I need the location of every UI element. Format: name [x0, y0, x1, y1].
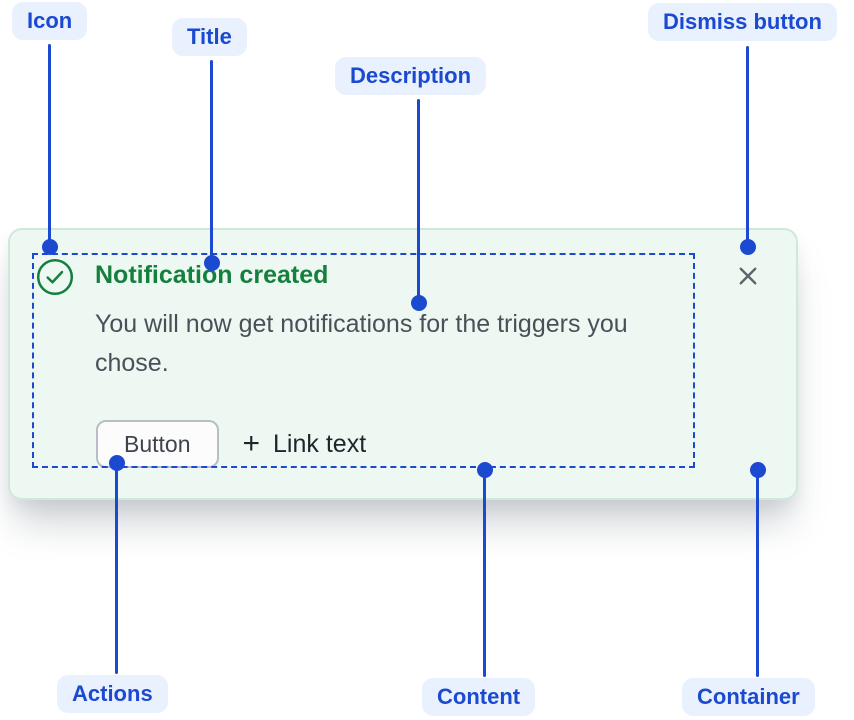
- connector-dot-description: [411, 295, 427, 311]
- connector-line-content: [483, 470, 486, 677]
- close-icon: [739, 267, 757, 285]
- connector-line-actions: [115, 463, 118, 674]
- annotation-label-content: Content: [422, 678, 536, 716]
- action-link[interactable]: + Link text: [243, 429, 367, 459]
- success-check-icon: [36, 258, 74, 296]
- notification-description: You will now get notifications for the t…: [95, 310, 628, 377]
- connector-dot-dismiss: [740, 239, 756, 255]
- plus-icon: +: [242, 427, 261, 460]
- action-link-label: Link text: [273, 429, 367, 458]
- annotation-label-icon: Icon: [12, 2, 88, 40]
- dismiss-button[interactable]: [731, 259, 765, 293]
- connector-dot-container: [750, 462, 766, 478]
- connector-line-dismiss: [746, 46, 749, 247]
- connector-line-title: [210, 60, 213, 263]
- annotation-label-dismiss-button: Dismiss button: [648, 3, 837, 41]
- connector-line-description: [417, 99, 420, 303]
- connector-dot-icon: [42, 239, 58, 255]
- connector-dot-content: [477, 462, 493, 478]
- annotation-label-description: Description: [335, 57, 487, 95]
- annotation-label-actions: Actions: [57, 675, 168, 713]
- connector-line-container: [756, 470, 759, 677]
- annotation-label-container: Container: [682, 678, 815, 716]
- connector-dot-actions: [109, 455, 125, 471]
- connector-line-icon: [48, 44, 51, 247]
- notification-actions: Button + Link text: [96, 420, 366, 468]
- annotation-label-title: Title: [172, 18, 247, 56]
- connector-dot-title: [204, 255, 220, 271]
